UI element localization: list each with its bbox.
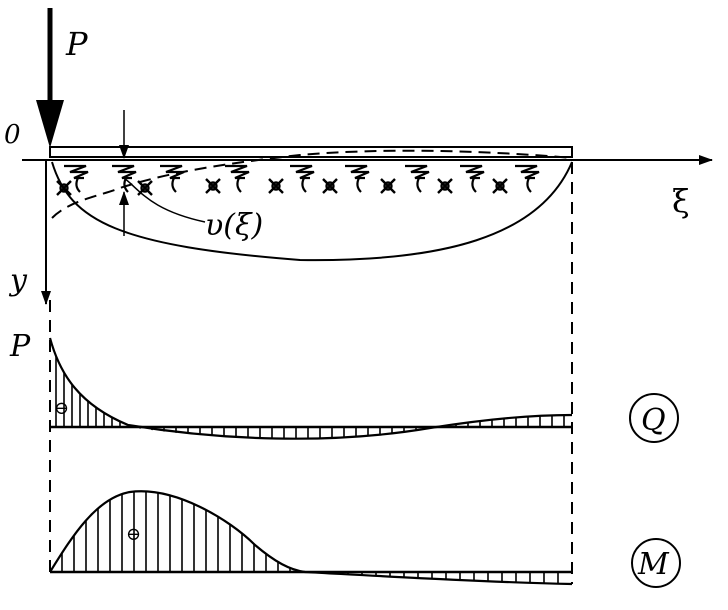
load-label: P — [65, 25, 88, 63]
y-axis-label: y — [8, 263, 28, 298]
shear-label-circle — [629, 393, 679, 443]
moment-minus-sign: ⊖ — [126, 524, 141, 545]
moment-diagram-label: M — [637, 547, 670, 582]
moment-label-circle — [631, 538, 681, 588]
moment-curve — [49, 490, 573, 586]
deflection-dimension — [119, 110, 206, 236]
foundation-springs — [64, 164, 540, 193]
deflection-curve — [51, 149, 573, 219]
xi-axis-label: ξ — [672, 182, 690, 220]
foundation-particles — [56, 178, 508, 196]
load-arrow — [36, 8, 64, 148]
origin-label: 0 — [4, 120, 21, 150]
shear-minus-sign: ⊖ — [54, 398, 69, 419]
beam — [49, 146, 573, 158]
shear-value-label: P — [9, 329, 31, 364]
shear-diagram-label: Q — [641, 403, 666, 438]
deflection-label: υ(ξ) — [205, 208, 263, 243]
foundation-outline — [51, 161, 573, 262]
shear-curve — [48, 337, 573, 440]
shear-hatching — [55, 338, 565, 439]
